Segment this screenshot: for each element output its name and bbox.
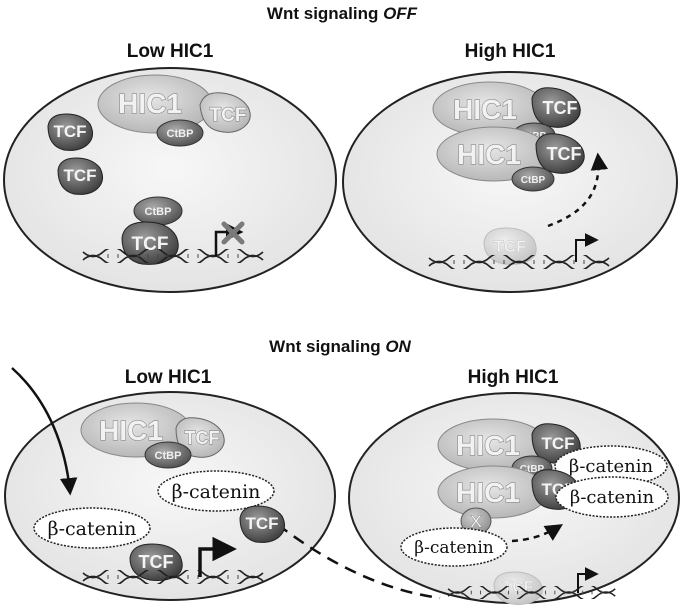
hic1-label: HIC1 bbox=[453, 94, 517, 125]
panel-title-on-high: High HIC1 bbox=[468, 367, 559, 388]
promoter-arrow-icon bbox=[577, 567, 599, 593]
panel-on-high: HIC1 TCF CtBP β-catenin HIC1 TCF β-caten… bbox=[400, 418, 669, 605]
panel-off-low: HIC1 TCF CtBP TCF TCF CtBP TCF bbox=[47, 74, 264, 265]
beta-catenin-label: β-catenin bbox=[172, 481, 261, 503]
beta-catenin-protein bbox=[554, 445, 668, 487]
tcf-label: TCF bbox=[185, 428, 220, 448]
tcf-label: TCF bbox=[53, 122, 86, 141]
ctbp-label: CtBP bbox=[145, 206, 172, 218]
wnt-entry-arrow-icon bbox=[11, 367, 78, 496]
panel-title-off-low: Low HIC1 bbox=[127, 41, 214, 62]
hic1-label: HIC1 bbox=[457, 139, 521, 170]
beta-catenin-protein bbox=[555, 476, 669, 518]
ctbp-protein bbox=[144, 441, 192, 469]
tcf-protein-light bbox=[199, 92, 251, 133]
ctbp-label: CtBP bbox=[167, 128, 194, 140]
hic1-complex: HIC1 TCF CtBP bbox=[97, 74, 251, 147]
translocation-arrow-icon bbox=[547, 152, 609, 228]
x-label: X bbox=[470, 512, 481, 531]
panel-title-on-low: Low HIC1 bbox=[125, 367, 212, 388]
beta-catenin-label: β-catenin bbox=[414, 538, 494, 558]
beta-catenin-protein bbox=[157, 470, 275, 512]
blocked-x-icon bbox=[221, 221, 245, 245]
translocation-arrow-icon bbox=[511, 524, 563, 543]
tcf-label: TCF bbox=[63, 166, 96, 185]
ctbp-protein bbox=[511, 166, 555, 192]
promoter-arrow-icon bbox=[575, 233, 599, 262]
tcf-protein bbox=[57, 157, 104, 195]
hic1-label: HIC1 bbox=[99, 415, 163, 446]
tcf-protein-bound bbox=[129, 543, 183, 581]
beta-catenin-protein bbox=[33, 507, 151, 549]
tcf-label: TCF bbox=[543, 98, 578, 118]
promoter-arrow-active-icon bbox=[198, 536, 237, 577]
beta-catenin-label: β-catenin bbox=[48, 518, 137, 540]
ctbp-label: CtBP bbox=[521, 175, 546, 186]
tcf-label: TCF bbox=[245, 514, 278, 533]
title-wnt-off: Wnt signaling OFF bbox=[267, 4, 418, 23]
beta-catenin-label: β-catenin bbox=[570, 487, 655, 508]
beta-catenin-protein bbox=[400, 527, 508, 567]
title-wnt-on: Wnt signaling ON bbox=[269, 337, 411, 356]
tcf-protein bbox=[47, 113, 94, 151]
ctbp-label: CtBP bbox=[155, 450, 182, 462]
panel-title-off-high: High HIC1 bbox=[465, 41, 556, 62]
ctbp-protein bbox=[156, 119, 204, 147]
hic1-label: HIC1 bbox=[456, 430, 520, 461]
hic1-label: HIC1 bbox=[456, 477, 520, 508]
hic1-label: HIC1 bbox=[118, 88, 182, 119]
panel-off-high: HIC1 TCF CtBP HIC1 TCF CtBP TCF bbox=[428, 81, 610, 269]
tcf-label: TCF bbox=[493, 237, 526, 256]
beta-catenin-label: β-catenin bbox=[569, 456, 654, 477]
ctbp-label: CtBP bbox=[520, 464, 545, 475]
panel-on-low: HIC1 TCF CtBP β-catenin β-catenin TCF TC… bbox=[33, 402, 286, 584]
tcf-label: TCF bbox=[547, 144, 582, 164]
tcf-protein-faint bbox=[493, 571, 543, 605]
tcf-label: TCF bbox=[139, 552, 174, 572]
tcf-label: TCF bbox=[210, 105, 247, 126]
tcf-protein bbox=[239, 505, 286, 543]
tcf-label: TCF bbox=[541, 434, 574, 453]
tcf-protein-faint bbox=[483, 227, 537, 265]
